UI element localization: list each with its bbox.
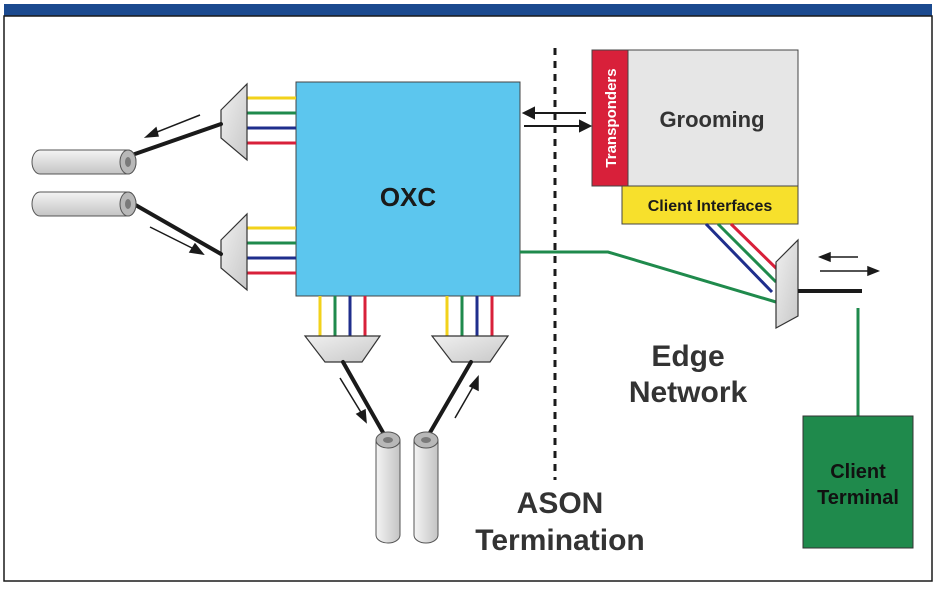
fiber-lower-left: [31, 191, 137, 217]
wavelength-lines-bottom-right: [445, 296, 494, 336]
client-arrows: [817, 251, 881, 277]
wavelength-lines-upper: [247, 96, 296, 145]
oxc-green-link: [520, 250, 777, 304]
mux-upper-left: [220, 82, 248, 162]
mux-client: [775, 238, 799, 330]
fiber-upper-left: [31, 149, 137, 175]
fiber-bottom-right: [413, 431, 439, 544]
mux-bottom-right: [430, 335, 510, 363]
wavelength-lines-bottom-left: [318, 296, 367, 336]
frame-border: [3, 15, 933, 582]
client-interfaces-label: Client Interfaces: [648, 198, 773, 215]
transponders-label: Transponders: [603, 68, 620, 167]
ason-termination-label-2: Termination: [475, 524, 644, 557]
client-terminal-label-1: Client: [830, 461, 886, 483]
oxc-transponder-arrows: [521, 106, 593, 133]
grooming-label: Grooming: [659, 107, 764, 132]
edge-network-label-2: Network: [629, 376, 748, 409]
client-interfaces-bar: [621, 185, 799, 225]
client-interface-links: [704, 222, 783, 294]
client-terminal-block: [802, 415, 914, 549]
mux-bottom-left: [303, 335, 382, 363]
direction-arrows: [143, 114, 479, 424]
fiber-links: [130, 122, 473, 438]
oxc-label: OXC: [380, 182, 437, 212]
ason-termination-label-1: ASON: [517, 487, 604, 520]
oxc-block: [295, 81, 521, 297]
edge-network-label-1: Edge: [651, 340, 724, 373]
wavelength-lines-lower: [247, 226, 296, 275]
transponders-strip: [591, 49, 629, 187]
frame-top-bar: [4, 4, 932, 16]
fiber-bottom-left: [375, 431, 401, 544]
mux-lower-left: [220, 212, 248, 292]
client-terminal-label-2: Terminal: [817, 487, 899, 509]
